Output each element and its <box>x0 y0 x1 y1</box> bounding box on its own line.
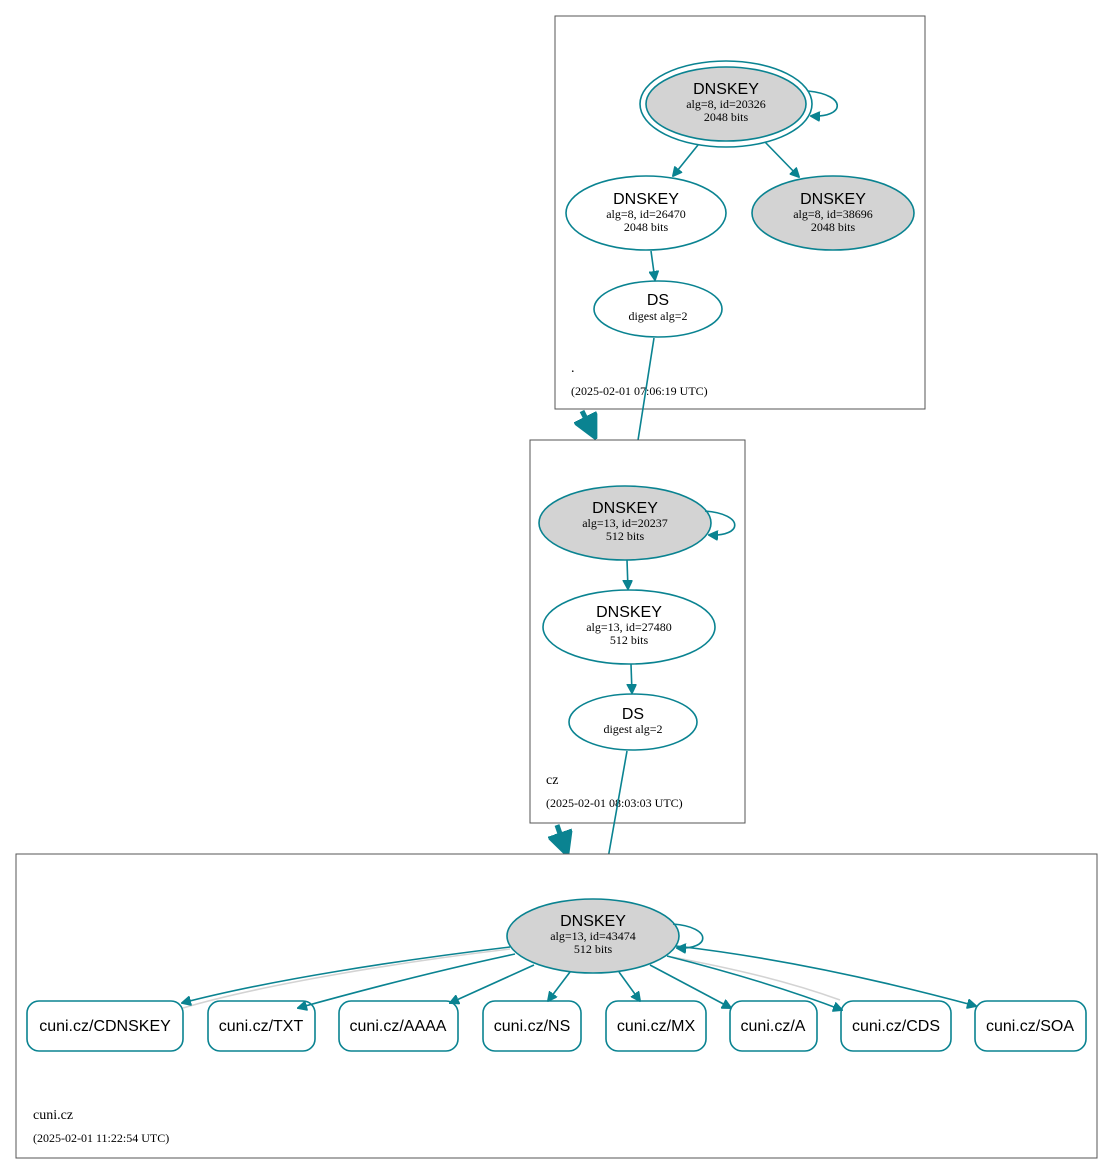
root-zsk1-to-ds-edge <box>651 250 655 280</box>
cuni-inactive-cdnskey-edge <box>182 948 511 1009</box>
root-ksk-alg: alg=8, id=20326 <box>686 97 766 111</box>
cz-zsk-title: DNSKEY <box>596 604 662 621</box>
cz-ksk-to-zsk-edge <box>627 559 628 589</box>
root-zsk2-alg: alg=8, id=38696 <box>793 207 873 221</box>
cz-ds-digest: digest alg=2 <box>603 722 662 736</box>
rrset-cds[interactable]: cuni.cz/CDS <box>840 1000 952 1052</box>
rrset-aaaa[interactable]: cuni.cz/AAAA <box>338 1000 459 1052</box>
rrset-cdnskey[interactable]: cuni.cz/CDNSKEY <box>26 1000 184 1052</box>
cz-ksk-self-loop <box>704 510 736 535</box>
root-ksk-dnskey-node[interactable]: DNSKEY alg=8, id=20326 2048 bits <box>639 60 813 148</box>
cz-ksk-alg: alg=13, id=20237 <box>582 516 668 530</box>
root-ksk-title: DNSKEY <box>693 81 759 98</box>
edge-ksk-to-mx <box>618 971 640 1001</box>
rrset-cdnskey-label: cuni.cz/CDNSKEY <box>39 1018 171 1035</box>
root-zsk2-bits: 2048 bits <box>811 220 856 234</box>
cz-zsk-to-ds-edge <box>631 663 632 693</box>
root-ksk-self-loop <box>807 90 839 116</box>
cz-ksk-title: DNSKEY <box>592 500 658 517</box>
root-ksk-to-zsk2-edge <box>764 141 799 177</box>
zone-root: . (2025-02-01 07:06:19 UTC) DNSKEY alg=8… <box>554 15 926 410</box>
cz-zsk-bits: 512 bits <box>610 633 649 647</box>
rrset-ns-label: cuni.cz/NS <box>494 1018 570 1035</box>
rrset-ns[interactable]: cuni.cz/NS <box>482 1000 582 1052</box>
rrset-txt[interactable]: cuni.cz/TXT <box>207 1000 316 1052</box>
cz-ksk-dnskey-node[interactable]: DNSKEY alg=13, id=20237 512 bits <box>538 485 712 561</box>
root-ds-title: DS <box>647 292 669 309</box>
rrset-a[interactable]: cuni.cz/A <box>729 1000 818 1052</box>
delegation-root-to-cz <box>582 409 595 437</box>
delegation-cz-to-cuni <box>557 824 567 854</box>
edge-ksk-to-cds <box>666 955 842 1010</box>
cuni-ksk-bits: 512 bits <box>574 942 613 956</box>
root-zsk1-bits: 2048 bits <box>624 220 669 234</box>
rrset-soa[interactable]: cuni.cz/SOA <box>974 1000 1087 1052</box>
cuni-ksk-dnskey-node[interactable]: DNSKEY alg=13, id=43474 512 bits <box>506 898 680 974</box>
root-ksk-bits: 2048 bits <box>704 110 749 124</box>
cz-ds-title: DS <box>622 706 644 723</box>
root-ds-node[interactable]: DS digest alg=2 <box>593 280 723 338</box>
rrset-cds-label: cuni.cz/CDS <box>852 1018 940 1035</box>
edge-ksk-to-cdnskey <box>182 946 511 1003</box>
rrset-aaaa-label: cuni.cz/AAAA <box>350 1018 447 1035</box>
zone-cuni-timestamp: (2025-02-01 11:22:54 UTC) <box>33 1131 169 1145</box>
rrset-txt-label: cuni.cz/TXT <box>219 1018 304 1035</box>
edge-ksk-to-a <box>649 964 731 1008</box>
rrset-mx-label: cuni.cz/MX <box>617 1018 696 1035</box>
zone-cuni: cuni.cz (2025-02-01 11:22:54 UTC) DNSKEY… <box>15 853 1098 1159</box>
root-zsk1-title: DNSKEY <box>613 191 679 208</box>
edge-ksk-to-ns <box>548 971 571 1001</box>
rrset-mx[interactable]: cuni.cz/MX <box>605 1000 707 1052</box>
cuni-ksk-alg: alg=13, id=43474 <box>550 929 636 943</box>
edge-ksk-to-aaaa <box>450 964 535 1003</box>
cz-zsk-alg: alg=13, id=27480 <box>586 620 672 634</box>
cz-zsk-dnskey-node[interactable]: DNSKEY alg=13, id=27480 512 bits <box>542 589 716 665</box>
root-zsk2-title: DNSKEY <box>800 191 866 208</box>
zone-root-name: . <box>571 361 575 376</box>
rrset-a-label: cuni.cz/A <box>741 1018 806 1035</box>
cz-ds-node[interactable]: DS digest alg=2 <box>568 693 698 751</box>
root-zsk1-alg: alg=8, id=26470 <box>606 207 686 221</box>
zone-cz-name: cz <box>546 773 558 788</box>
rrset-soa-label: cuni.cz/SOA <box>986 1018 1074 1035</box>
edge-ksk-to-soa <box>675 945 976 1006</box>
root-ds-digest: digest alg=2 <box>628 309 687 323</box>
cuni-ksk-title: DNSKEY <box>560 913 626 930</box>
edge-ksk-to-txt <box>298 953 516 1008</box>
cz-ksk-bits: 512 bits <box>606 529 645 543</box>
root-ksk-38696-node[interactable]: DNSKEY alg=8, id=38696 2048 bits <box>751 175 915 251</box>
root-ksk-to-zsk1-edge <box>673 144 699 176</box>
zone-cz-timestamp: (2025-02-01 08:03:03 UTC) <box>546 796 683 810</box>
zone-cuni-name: cuni.cz <box>33 1108 73 1123</box>
cuni-inactive-cds-edge <box>671 956 841 1001</box>
zone-cz: cz (2025-02-01 08:03:03 UTC) DNSKEY alg=… <box>529 439 746 824</box>
root-zsk-26470-node[interactable]: DNSKEY alg=8, id=26470 2048 bits <box>565 175 727 251</box>
zone-root-timestamp: (2025-02-01 07:06:19 UTC) <box>571 384 708 398</box>
